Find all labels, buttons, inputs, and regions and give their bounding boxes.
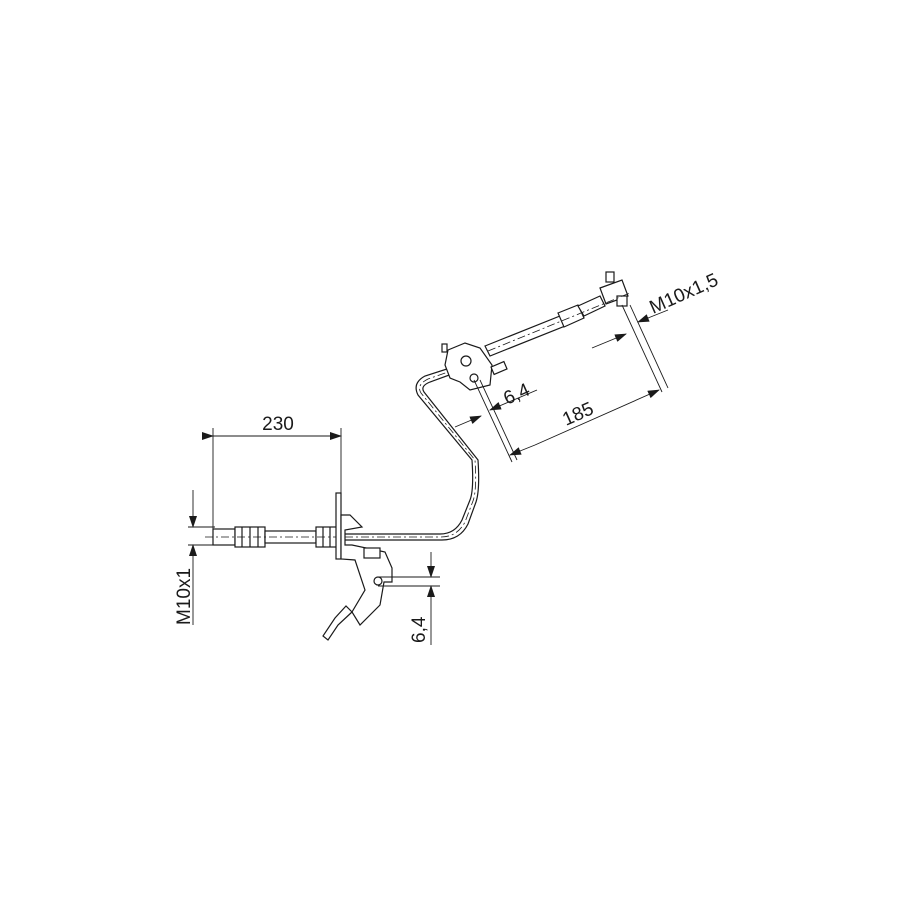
left-hose [205, 526, 345, 548]
dimension-230: 230 [202, 414, 342, 545]
brake-pipe [345, 367, 480, 541]
dimension-thread-left: M10x1 [174, 490, 215, 625]
dimension-label-230: 230 [262, 414, 294, 435]
thread-label-left: M10x1 [174, 568, 195, 625]
bracket [322, 492, 393, 641]
dimension-hole-bottom: 6,4 [378, 552, 440, 645]
thread-label-right: M10x1,5 [646, 270, 721, 319]
right-hose [484, 271, 631, 357]
junction-block [441, 342, 508, 391]
dimension-185: 185 [473, 304, 669, 463]
dimension-label-185: 185 [559, 398, 597, 430]
hole-label-bottom: 6,4 [409, 616, 430, 643]
hole-label-top: 6,4 [500, 379, 533, 409]
